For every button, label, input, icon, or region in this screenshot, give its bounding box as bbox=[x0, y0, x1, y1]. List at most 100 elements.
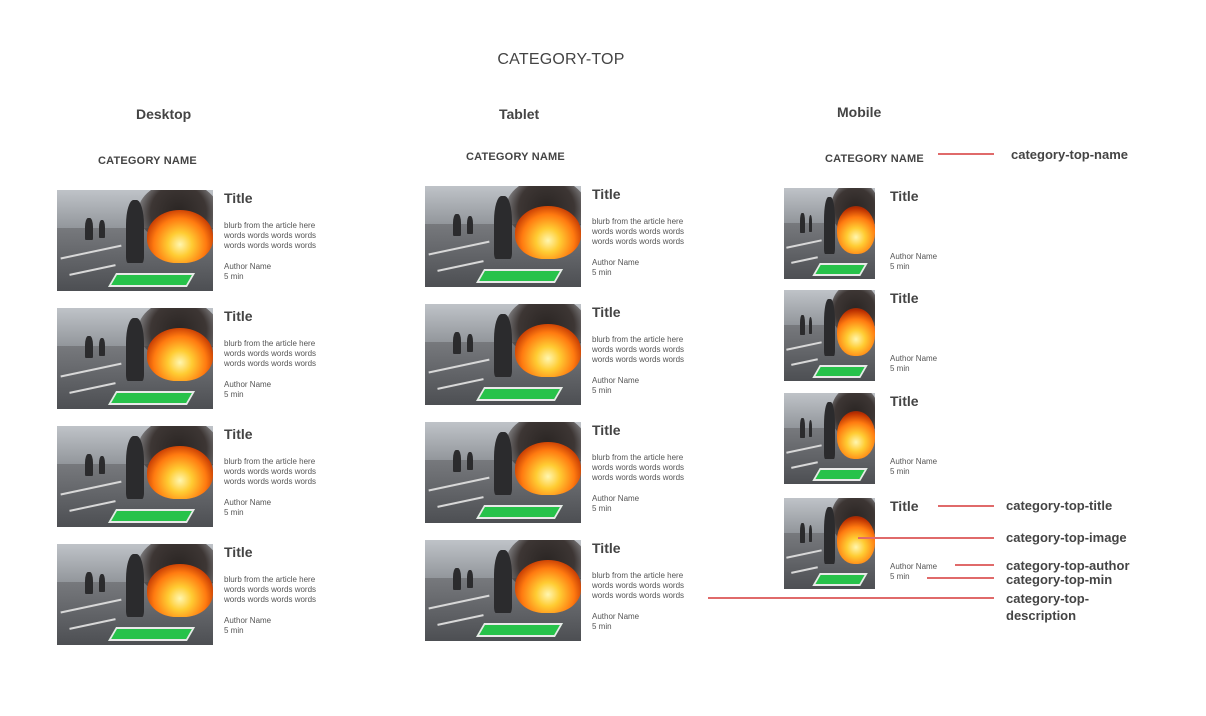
leader-line-title bbox=[938, 505, 994, 507]
description-line: words words words words bbox=[224, 241, 317, 250]
description-line: words words words words bbox=[592, 237, 685, 246]
desktop-card-2-title: Title bbox=[224, 308, 253, 324]
leader-line-description bbox=[708, 597, 994, 599]
description-line: blurb from the article here bbox=[592, 453, 684, 462]
description-line: words words words words bbox=[224, 477, 317, 486]
tablet-card-3-title: Title bbox=[592, 422, 621, 438]
desktop-card-4-image bbox=[57, 544, 213, 645]
mobile-category-name: CATEGORY NAME bbox=[825, 153, 924, 165]
tablet-card-2-author: Author Name bbox=[592, 376, 640, 385]
desktop-card-4-title: Title bbox=[224, 544, 253, 560]
leader-line-min bbox=[927, 577, 994, 579]
description-line: words words words words bbox=[592, 591, 685, 600]
desktop-card-1-title: Title bbox=[224, 190, 253, 206]
annotation-image: category-top-image bbox=[1006, 530, 1127, 545]
tablet-card-4-title: Title bbox=[592, 540, 621, 556]
tablet-card-4-author: Author Name bbox=[592, 612, 640, 621]
mobile-card-2-image bbox=[784, 290, 875, 381]
tablet-card-4-image bbox=[425, 540, 581, 641]
mobile-card-3-title: Title bbox=[890, 393, 919, 409]
mobile-card-4-image bbox=[784, 498, 875, 589]
mobile-card-2-min: 5 min bbox=[890, 364, 910, 373]
mobile-card-3-image bbox=[784, 393, 875, 484]
description-line: words words words words bbox=[224, 359, 317, 368]
description-line: blurb from the article here bbox=[224, 221, 316, 230]
tablet-card-3-image bbox=[425, 422, 581, 523]
mobile-heading: Mobile bbox=[837, 104, 882, 120]
desktop-card-2-image bbox=[57, 308, 213, 409]
mobile-card-1-title: Title bbox=[890, 188, 919, 204]
desktop-card-3-min: 5 min bbox=[224, 508, 244, 517]
desktop-card-4-author: Author Name bbox=[224, 616, 272, 625]
mobile-card-2-title: Title bbox=[890, 290, 919, 306]
annotation-author: category-top-author bbox=[1006, 558, 1130, 573]
desktop-heading: Desktop bbox=[136, 106, 192, 122]
tablet-card-3-min: 5 min bbox=[592, 504, 612, 513]
desktop-card-2-author: Author Name bbox=[224, 380, 272, 389]
tablet-card-2-min: 5 min bbox=[592, 386, 612, 395]
leader-line-image bbox=[858, 537, 994, 539]
mobile-card-3-min: 5 min bbox=[890, 467, 910, 476]
desktop-card-3-title: Title bbox=[224, 426, 253, 442]
mobile-card-1-image bbox=[784, 188, 875, 279]
leader-line-author bbox=[955, 564, 994, 566]
page-title: CATEGORY-TOP bbox=[497, 51, 625, 68]
annotation-description: category-top- description bbox=[1006, 590, 1089, 624]
tablet-card-1-min: 5 min bbox=[592, 268, 612, 277]
description-line: words words words words bbox=[224, 231, 317, 240]
mobile-card-4-author: Author Name bbox=[890, 562, 938, 571]
description-line: words words words words bbox=[224, 585, 317, 594]
mobile-card-2-author: Author Name bbox=[890, 354, 938, 363]
annotation-description-line-2: description bbox=[1006, 608, 1077, 623]
desktop-card-1-author: Author Name bbox=[224, 262, 272, 271]
tablet-heading: Tablet bbox=[499, 106, 540, 122]
desktop-category-name: CATEGORY NAME bbox=[98, 155, 197, 167]
desktop-card-1-image bbox=[57, 190, 213, 291]
mobile-card-1-min: 5 min bbox=[890, 262, 910, 271]
mobile-card-1-author: Author Name bbox=[890, 252, 938, 261]
description-line: blurb from the article here bbox=[224, 457, 316, 466]
description-line: blurb from the article here bbox=[592, 335, 684, 344]
description-line: words words words words bbox=[224, 467, 317, 476]
mobile-card-4-title: Title bbox=[890, 498, 919, 514]
description-line: words words words words bbox=[592, 345, 685, 354]
description-line: blurb from the article here bbox=[224, 339, 316, 348]
mobile-card-3-author: Author Name bbox=[890, 457, 938, 466]
description-line: words words words words bbox=[224, 349, 317, 358]
desktop-card-1-min: 5 min bbox=[224, 272, 244, 281]
tablet-card-2-image bbox=[425, 304, 581, 405]
description-line: words words words words bbox=[592, 473, 685, 482]
desktop-card-2-min: 5 min bbox=[224, 390, 244, 399]
desktop-card-4-min: 5 min bbox=[224, 626, 244, 635]
description-line: words words words words bbox=[592, 581, 685, 590]
tablet-card-3-author: Author Name bbox=[592, 494, 640, 503]
annotation-description-line-1: category-top- bbox=[1006, 591, 1090, 606]
mobile-card-4-min: 5 min bbox=[890, 572, 910, 581]
tablet-card-1-author: Author Name bbox=[592, 258, 640, 267]
description-line: words words words words bbox=[224, 595, 317, 604]
annotation-title: category-top-title bbox=[1006, 498, 1113, 513]
tablet-card-4-min: 5 min bbox=[592, 622, 612, 631]
tablet-category-name: CATEGORY NAME bbox=[466, 151, 565, 163]
tablet-card-2-title: Title bbox=[592, 304, 621, 320]
description-line: blurb from the article here bbox=[592, 571, 684, 580]
tablet-card-1-image bbox=[425, 186, 581, 287]
description-line: words words words words bbox=[592, 227, 685, 236]
desktop-card-3-image bbox=[57, 426, 213, 527]
tablet-card-1-title: Title bbox=[592, 186, 621, 202]
description-line: words words words words bbox=[592, 355, 685, 364]
description-line: words words words words bbox=[592, 463, 685, 472]
annotation-min: category-top-min bbox=[1006, 572, 1113, 587]
desktop-card-3-author: Author Name bbox=[224, 498, 272, 507]
leader-line-name bbox=[938, 153, 994, 155]
annotation-name: category-top-name bbox=[1011, 147, 1129, 162]
description-line: blurb from the article here bbox=[224, 575, 316, 584]
